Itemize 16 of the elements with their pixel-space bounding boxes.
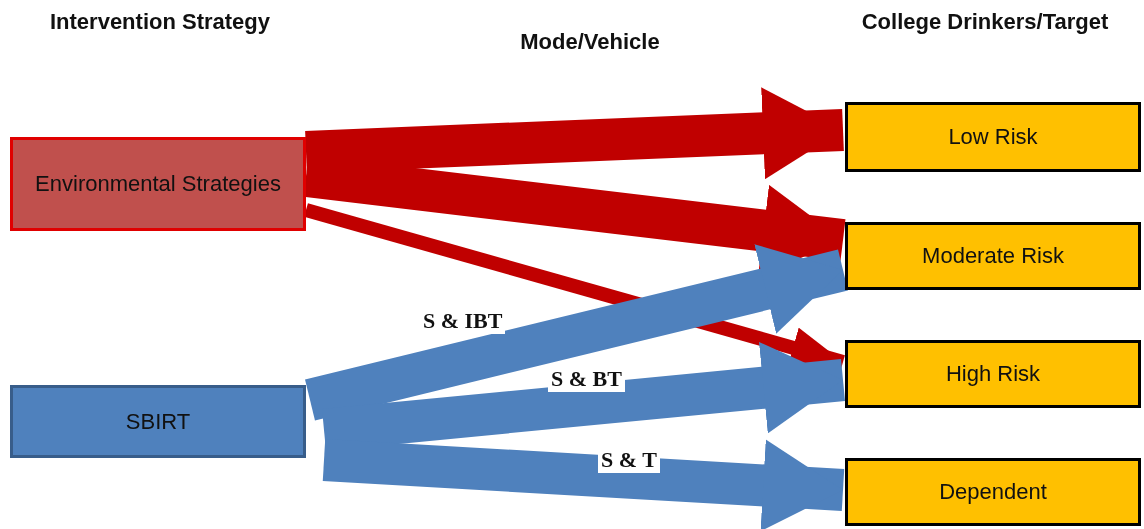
block-arrow [305,87,844,180]
strategy-box [10,385,306,458]
node-label: SBIRT [125,407,191,436]
column-heading: Mode/Vehicle [519,30,661,55]
node-label: Moderate Risk [922,242,1064,270]
node-label: Low Risk [948,123,1038,151]
strategy-box [10,137,306,231]
target-box [845,102,1141,172]
target-box [845,340,1141,408]
target-box [845,222,1141,290]
column-heading: Intervention Strategy [48,10,271,35]
column-heading: College Drinkers/Target [860,10,1110,35]
node-label: High Risk [945,360,1041,388]
node-label: Environmental Strategies [35,170,281,198]
target-box [845,458,1141,526]
node-label: Dependent [939,478,1047,506]
